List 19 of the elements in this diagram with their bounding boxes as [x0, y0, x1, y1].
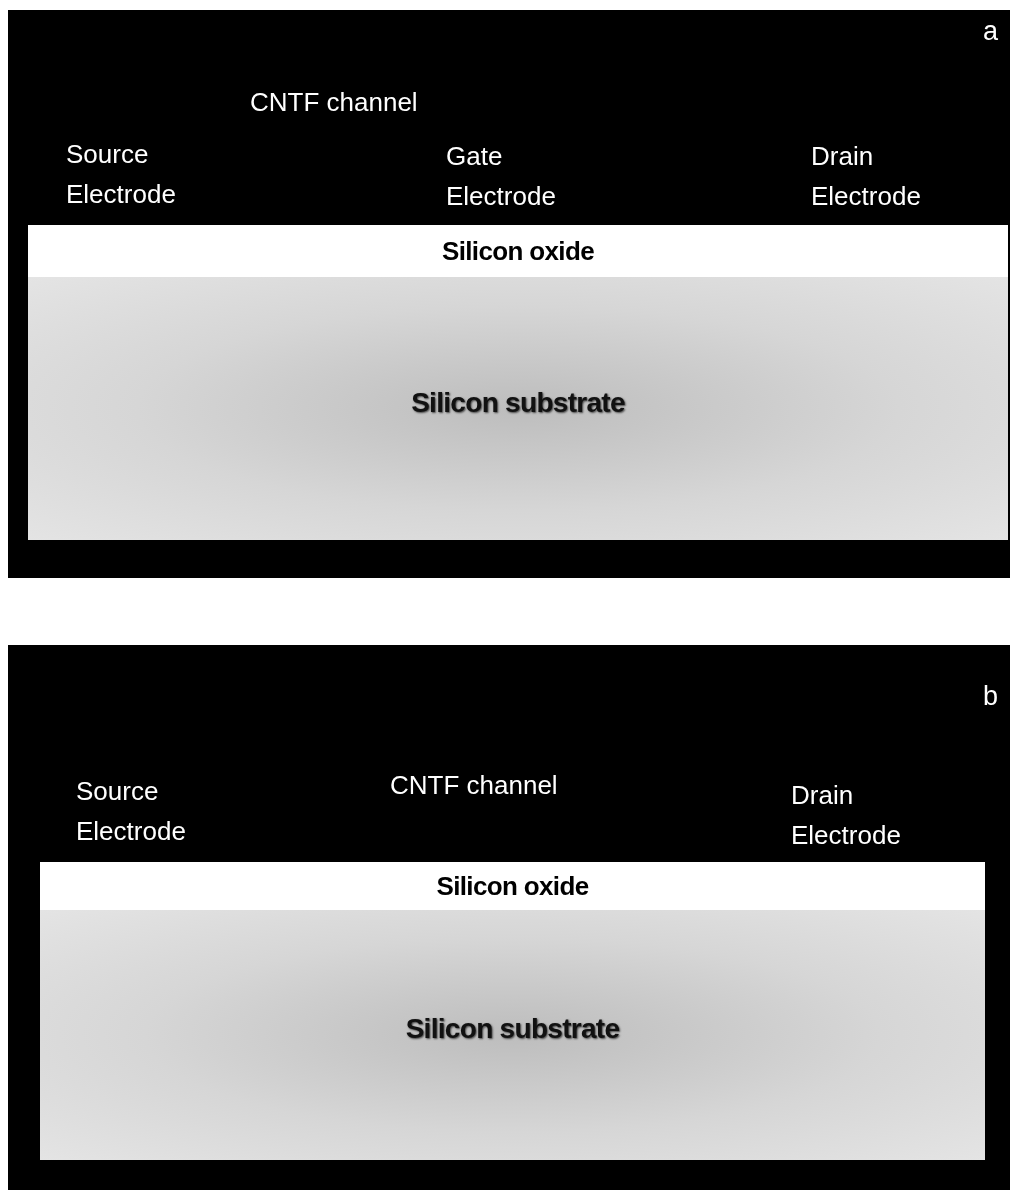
layer-label: Silicon oxide: [436, 869, 589, 903]
layer-label: Silicon oxide: [442, 234, 594, 268]
panel-letter: a: [982, 15, 998, 48]
layer-label: CNTF channel: [390, 769, 558, 802]
layer-label: Source Electrode: [66, 138, 177, 211]
substrate-layer: [28, 277, 1008, 540]
panel-letter: b: [982, 680, 998, 713]
layer-label: Gate Electrode: [446, 140, 557, 213]
layer-label: Silicon substrate: [405, 1012, 620, 1046]
oxide-layer: [28, 225, 1008, 277]
oxide-layer: [40, 862, 985, 910]
layer-label: Drain Electrode: [811, 140, 922, 213]
layer-label: Drain Electrode: [791, 779, 902, 852]
panel-background: [8, 645, 1010, 1190]
layer-label: Source Electrode: [76, 775, 187, 848]
layer-label: Silicon substrate: [411, 385, 625, 420]
layer-label: CNTF channel: [250, 86, 418, 119]
panel-background: [8, 10, 1010, 578]
substrate-layer: [40, 910, 985, 1160]
